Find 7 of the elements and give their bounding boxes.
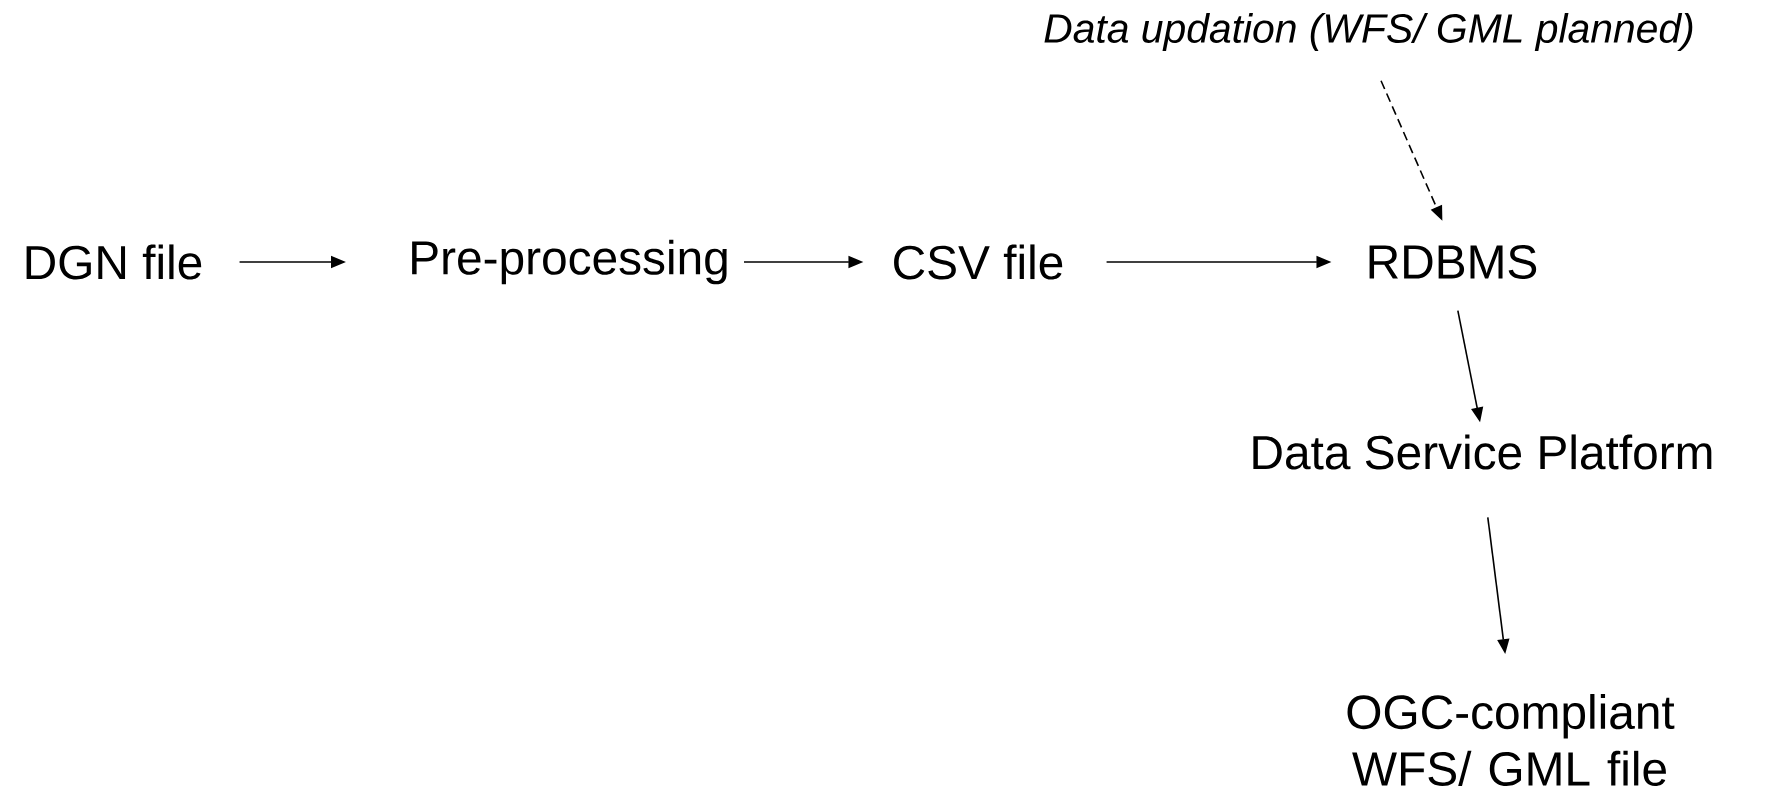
flow-step-text: DGN file: [26, 244, 202, 280]
flow-step-text: Data Service Platform: [1253, 434, 1712, 470]
flow-step-text: Pre-processing: [412, 239, 727, 285]
flow-step-text: Data updation (WFS/ GML planned): [1044, 12, 1693, 51]
flow-step-text: CSV file: [894, 244, 1063, 280]
flow-step-text: OGC-compliant WFS/ GML file: [1347, 694, 1675, 786]
flow-step-text: RDBMS: [1369, 245, 1537, 279]
